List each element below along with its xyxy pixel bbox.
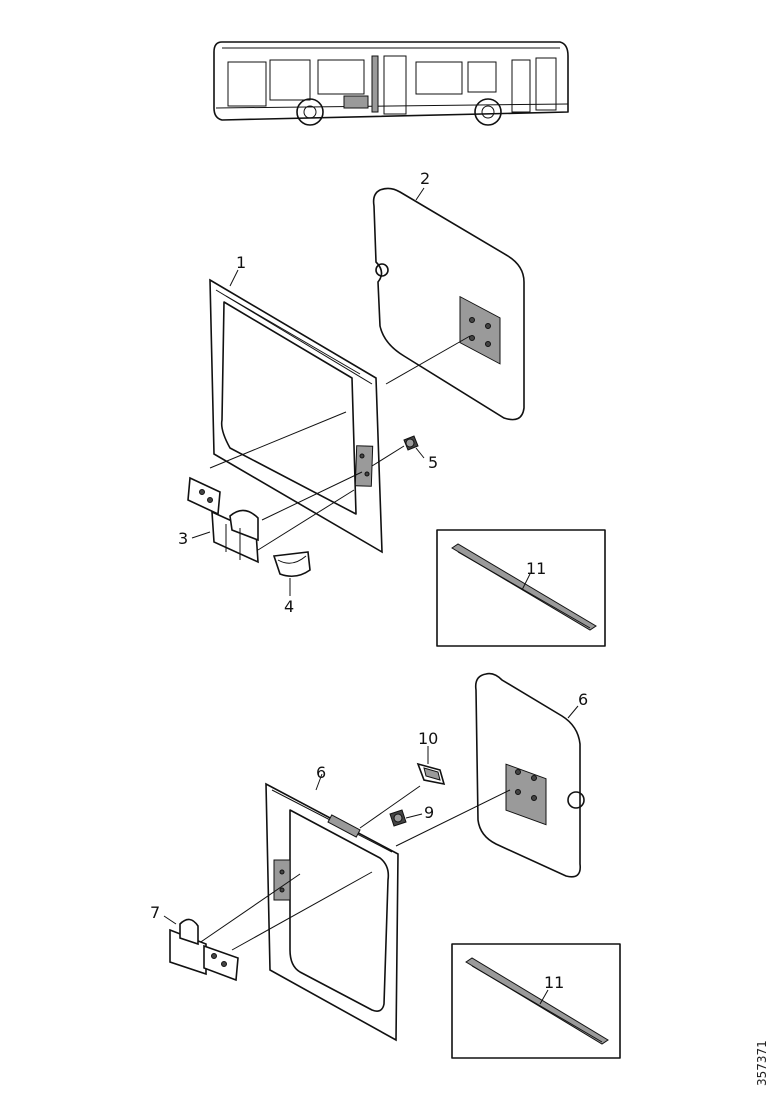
clip-part-4 [272,551,311,578]
callout-11-lower: 11 [544,973,564,992]
inset-box-upper [436,529,606,647]
frame-part-1 [209,278,383,554]
cover-panel-part-8 [474,672,585,878]
callout-leaders-upper [191,187,425,596]
callout-11-upper: 11 [526,559,546,578]
callout-3: 3 [178,529,188,548]
assembly-lines-lower [191,785,511,951]
callout-10: 10 [418,729,438,748]
fastener-part-9 [389,809,407,827]
callout-leaders-lower [163,705,579,925]
hinge-bracket-part-7 [169,918,239,982]
callout-9: 9 [424,803,434,822]
document-id: 357371 [755,1040,769,1086]
inset-box-lower [451,943,621,1059]
callout-1: 1 [236,253,246,272]
fastener-part-5 [403,435,419,451]
callout-6-frame: 6 [316,763,326,782]
callout-2: 2 [420,169,430,188]
frame-part-6 [265,782,399,1042]
latch-part-10 [416,762,446,786]
callout-7: 7 [150,903,160,922]
callout-6-panel: 6 [578,690,588,709]
cover-panel-part-2 [372,187,525,421]
hinge-bracket-part-3 [187,476,259,564]
assembly-lines-upper [209,335,471,551]
callout-5: 5 [428,453,438,472]
callout-4: 4 [284,597,294,616]
bus-locator-illustration [213,41,569,126]
